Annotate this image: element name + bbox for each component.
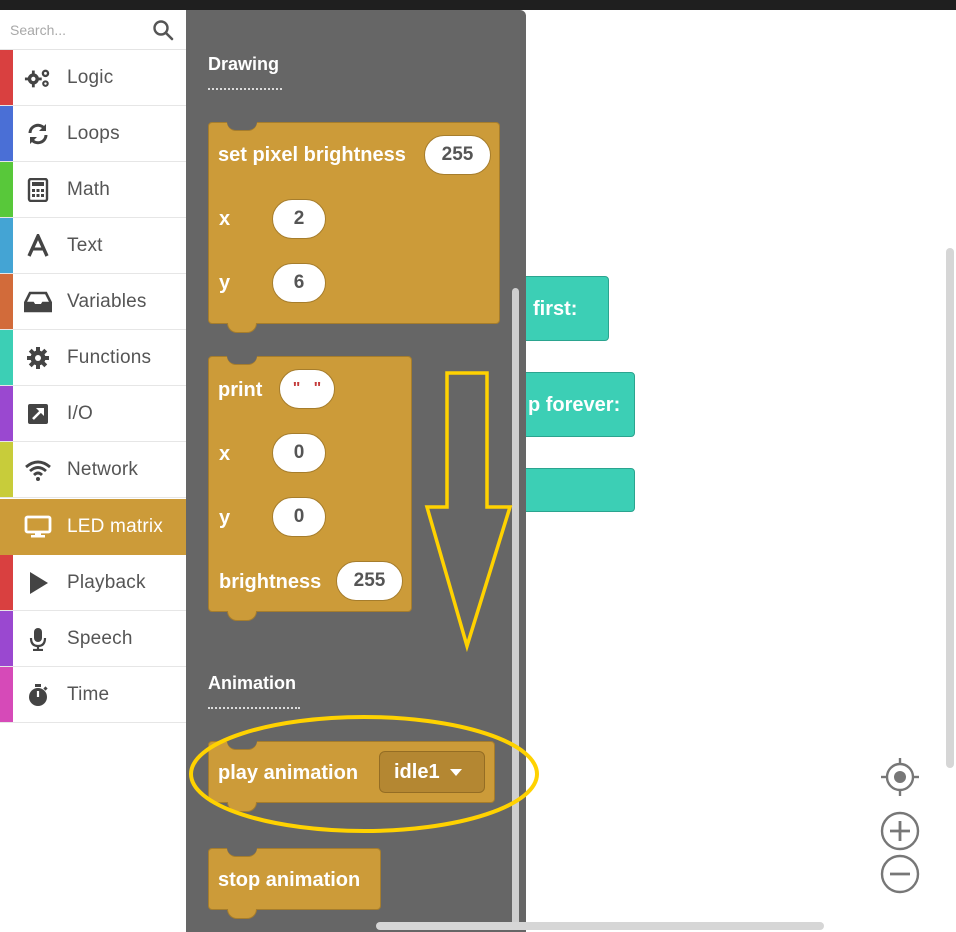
block-notch: [227, 741, 257, 750]
arduino-loop-forever-label: p forever:: [528, 394, 621, 416]
category-variables[interactable]: Variables: [0, 274, 186, 330]
search-icon[interactable]: [152, 19, 174, 41]
category-network[interactable]: Network: [0, 442, 186, 498]
stop-animation-block[interactable]: stop animation: [208, 848, 381, 919]
category-color-stripe: [0, 106, 13, 161]
stopwatch-icon: [24, 683, 52, 707]
category-color-stripe: [0, 162, 13, 217]
flyout-scrollbar[interactable]: [512, 288, 519, 928]
arduino-run-first-label: first:: [533, 298, 578, 320]
play-icon: [24, 571, 52, 595]
brightness-value-input[interactable]: 255: [424, 135, 491, 175]
monitor-icon: [24, 515, 52, 539]
x-value-input[interactable]: 0: [272, 433, 326, 473]
category-label: Time: [67, 684, 110, 705]
category-color-stripe: [0, 611, 13, 666]
category-color-stripe: [0, 555, 13, 610]
cog-icon: [24, 346, 52, 370]
workspace-vertical-scrollbar[interactable]: [946, 248, 954, 768]
recenter-icon[interactable]: [879, 756, 921, 798]
set-pixel-brightness-block[interactable]: set pixel brightness 255 x 2 y 6: [208, 122, 500, 333]
brightness-label: brightness: [219, 571, 322, 593]
y-value-input[interactable]: 6: [272, 263, 326, 303]
category-label: Network: [67, 459, 139, 480]
inbox-icon: [24, 290, 52, 314]
x-label: x: [219, 208, 231, 230]
string-quotes: " ": [292, 380, 322, 397]
print-text-input[interactable]: " ": [279, 369, 335, 409]
category-label: LED matrix: [67, 516, 163, 537]
category-color-stripe: [0, 330, 13, 385]
category-label: Variables: [67, 291, 147, 312]
block-tab: [227, 909, 257, 919]
wifi-icon: [24, 458, 52, 482]
category-speech[interactable]: Speech: [0, 611, 186, 667]
category-text[interactable]: Text: [0, 218, 186, 274]
brightness-value-input[interactable]: 255: [336, 561, 403, 601]
category-time[interactable]: Time: [0, 667, 186, 723]
category-functions[interactable]: Functions: [0, 330, 186, 386]
play-animation-block[interactable]: play animation idle1: [208, 741, 495, 812]
category-led-matrix[interactable]: LED matrix: [0, 499, 186, 555]
refresh-icon: [24, 122, 52, 146]
block-label: set pixel brightness: [218, 144, 406, 166]
category-loops[interactable]: Loops: [0, 106, 186, 162]
category-io[interactable]: I/O: [0, 386, 186, 442]
category-color-stripe: [0, 499, 13, 554]
category-label: Playback: [67, 572, 146, 593]
zoom-out-icon[interactable]: [879, 853, 921, 895]
block-tab: [227, 611, 257, 621]
section-underline: [208, 707, 300, 709]
block-tab: [227, 323, 257, 333]
text-a-icon: [24, 234, 52, 258]
calculator-icon: [24, 178, 52, 202]
category-label: Math: [67, 179, 111, 200]
toolbox-flyout: Drawing set pixel brightness 255 x 2 y 6…: [186, 10, 526, 932]
block-tab: [227, 802, 257, 812]
category-color-stripe: [0, 218, 13, 273]
category-label: Text: [67, 235, 103, 256]
workspace-horizontal-scrollbar[interactable]: [376, 922, 824, 930]
y-value-input[interactable]: 0: [272, 497, 326, 537]
y-label: y: [219, 507, 231, 529]
category-label: Functions: [67, 347, 152, 368]
section-label-animation: Animation: [208, 673, 296, 693]
x-value-input[interactable]: 2: [272, 199, 326, 239]
microphone-icon: [24, 627, 52, 651]
block-label: stop animation: [218, 869, 361, 891]
category-color-stripe: [0, 386, 13, 441]
block-notch: [227, 122, 257, 131]
x-label: x: [219, 443, 231, 465]
block-notch: [227, 356, 257, 365]
toolbox-search: [0, 10, 186, 50]
window-top-bar: [0, 0, 956, 10]
category-color-stripe: [0, 442, 13, 497]
category-label: I/O: [67, 403, 93, 424]
block-label: print: [218, 379, 263, 401]
category-logic[interactable]: Logic: [0, 50, 186, 106]
block-label: play animation: [218, 762, 359, 784]
animation-dropdown[interactable]: idle1: [379, 751, 485, 793]
gears-icon: [24, 66, 52, 90]
category-math[interactable]: Math: [0, 162, 186, 218]
category-label: Speech: [67, 628, 133, 649]
zoom-in-icon[interactable]: [879, 810, 921, 852]
section-underline: [208, 88, 282, 90]
category-color-stripe: [0, 274, 13, 329]
block-notch: [227, 848, 257, 857]
search-input[interactable]: [10, 18, 145, 42]
y-label: y: [219, 272, 231, 294]
chevron-down-icon: [449, 768, 462, 776]
category-label: Loops: [67, 123, 120, 144]
external-link-icon: [24, 402, 52, 426]
animation-dropdown-value: idle1: [394, 760, 440, 783]
category-playback[interactable]: Playback: [0, 555, 186, 611]
section-label-drawing: Drawing: [208, 54, 280, 74]
print-block[interactable]: print " " x 0 y 0 brightness 255: [208, 356, 412, 621]
category-label: Logic: [67, 67, 114, 88]
toolbox-sidebar: Logic Loops Math Text Variables Fun: [0, 10, 186, 932]
category-color-stripe: [0, 50, 13, 105]
category-color-stripe: [0, 667, 13, 722]
